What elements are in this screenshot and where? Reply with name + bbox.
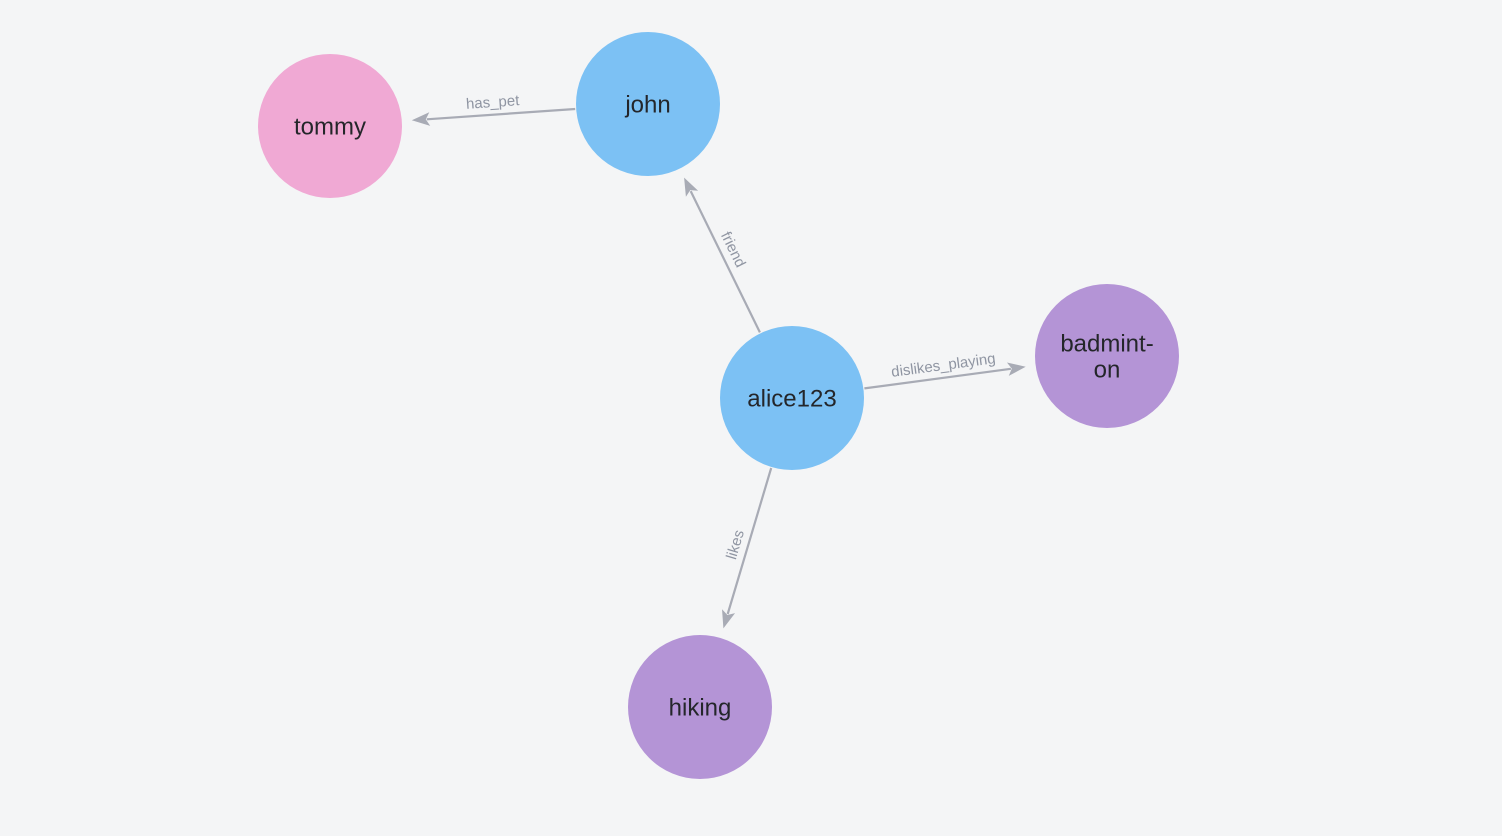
arrowhead-icon bbox=[411, 112, 431, 126]
edge-line bbox=[689, 190, 761, 333]
edge-line bbox=[426, 107, 576, 121]
graph-node-alice123[interactable]: alice123 bbox=[720, 326, 864, 470]
graph-node-tommy[interactable]: tommy bbox=[258, 54, 402, 198]
graph-node-badminton[interactable]: badmint-on bbox=[1035, 284, 1179, 428]
edge-likes[interactable]: likes bbox=[717, 467, 773, 630]
arrowhead-icon bbox=[722, 609, 736, 629]
edge-dislikes_playing[interactable]: dislikes_playing bbox=[864, 350, 1026, 390]
arrowhead-icon bbox=[684, 177, 699, 197]
edge-label: friend bbox=[717, 229, 749, 270]
edge-label: dislikes_playing bbox=[890, 350, 996, 381]
node-circle[interactable] bbox=[1035, 284, 1179, 428]
edge-has_pet[interactable]: has_pet bbox=[411, 92, 576, 127]
node-circle[interactable] bbox=[258, 54, 402, 198]
edge-label: has_pet bbox=[465, 92, 520, 113]
edge-friend[interactable]: friend bbox=[678, 175, 761, 333]
node-circle[interactable] bbox=[576, 32, 720, 176]
arrowhead-icon bbox=[1006, 362, 1026, 376]
graph-node-john[interactable]: john bbox=[576, 32, 720, 176]
node-circle[interactable] bbox=[628, 635, 772, 779]
edge-line bbox=[864, 367, 1012, 390]
graph-node-hiking[interactable]: hiking bbox=[628, 635, 772, 779]
node-circle[interactable] bbox=[720, 326, 864, 470]
edge-line bbox=[726, 467, 773, 615]
